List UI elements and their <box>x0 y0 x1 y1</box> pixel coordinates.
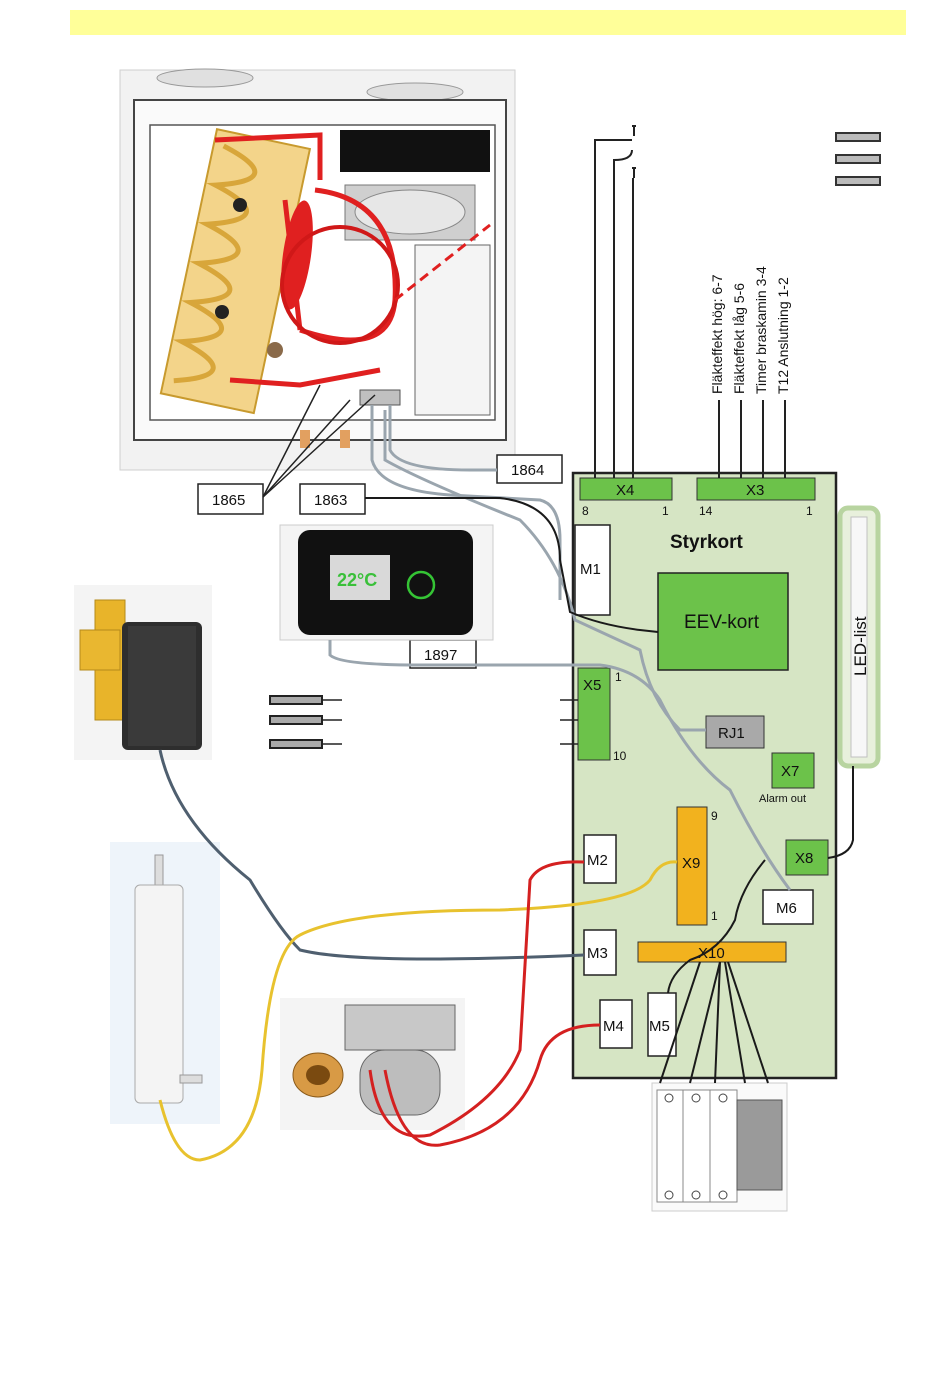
board-title: Styrkort <box>670 532 744 553</box>
x3-label-fan-low: Fläkteffekt låg 5-6 <box>731 283 747 394</box>
x5-pin-top: 1 <box>615 670 622 684</box>
circulation-pump-image <box>280 998 465 1130</box>
x3-pin-left: 14 <box>699 504 713 518</box>
terminal-stubs-left <box>270 696 578 748</box>
x3-label-fan-high: Fläkteffekt hög: 6-7 <box>709 274 725 394</box>
led-strip: LED-list <box>840 508 878 766</box>
connector-x9-label: X9 <box>682 855 700 872</box>
connector-m2-label: M2 <box>587 852 608 869</box>
x4-pin-right: 1 <box>662 504 669 518</box>
connector-m3-label: M3 <box>587 945 608 962</box>
heat-pump-unit-image <box>120 69 515 470</box>
connector-m6-label: M6 <box>776 900 797 917</box>
wire-slate <box>160 750 584 959</box>
display-panel: 22°C <box>280 525 493 640</box>
electric-heater-image <box>110 842 220 1124</box>
connector-x4-label: X4 <box>616 482 634 499</box>
x4-wires <box>595 126 636 478</box>
display-temperature: 22°C <box>337 570 377 590</box>
x3-leads <box>719 400 785 478</box>
connector-rj1-label: RJ1 <box>718 725 745 742</box>
header-bar <box>70 10 906 35</box>
connector-x7-label: X7 <box>781 763 799 780</box>
sensor-terminals-top <box>836 133 880 185</box>
valve-actuator-image <box>74 585 212 760</box>
x5-pin-bottom: 10 <box>613 749 627 763</box>
connector-x10-label: X10 <box>698 945 725 962</box>
connector-x5-label: X5 <box>583 677 601 694</box>
x9-pin-bottom: 1 <box>711 909 718 923</box>
x3-label-t12: T12 Anslutning 1-2 <box>775 277 791 394</box>
x3-pin-right: 1 <box>806 504 813 518</box>
sensor-label-1865: 1865 <box>212 492 245 509</box>
connector-m5-label: M5 <box>649 1018 670 1035</box>
led-strip-label: LED-list <box>851 616 870 676</box>
x7-caption: Alarm out <box>759 793 806 805</box>
x4-pin-left: 8 <box>582 504 589 518</box>
sensor-label-1864: 1864 <box>511 462 544 479</box>
connector-x3-label: X3 <box>746 482 764 499</box>
circuit-breakers-image <box>652 1083 787 1211</box>
connector-m1-label: M1 <box>580 561 601 578</box>
connector-x8-label: X8 <box>795 850 813 867</box>
sensor-label-1863: 1863 <box>314 492 347 509</box>
x9-pin-top: 9 <box>711 809 718 823</box>
sensor-label-1897: 1897 <box>424 647 457 664</box>
connector-m4-label: M4 <box>603 1018 624 1035</box>
x3-label-timer-fireplace: Timer braskamin 3-4 <box>753 266 769 394</box>
eev-card-label: EEV-kort <box>684 612 760 633</box>
